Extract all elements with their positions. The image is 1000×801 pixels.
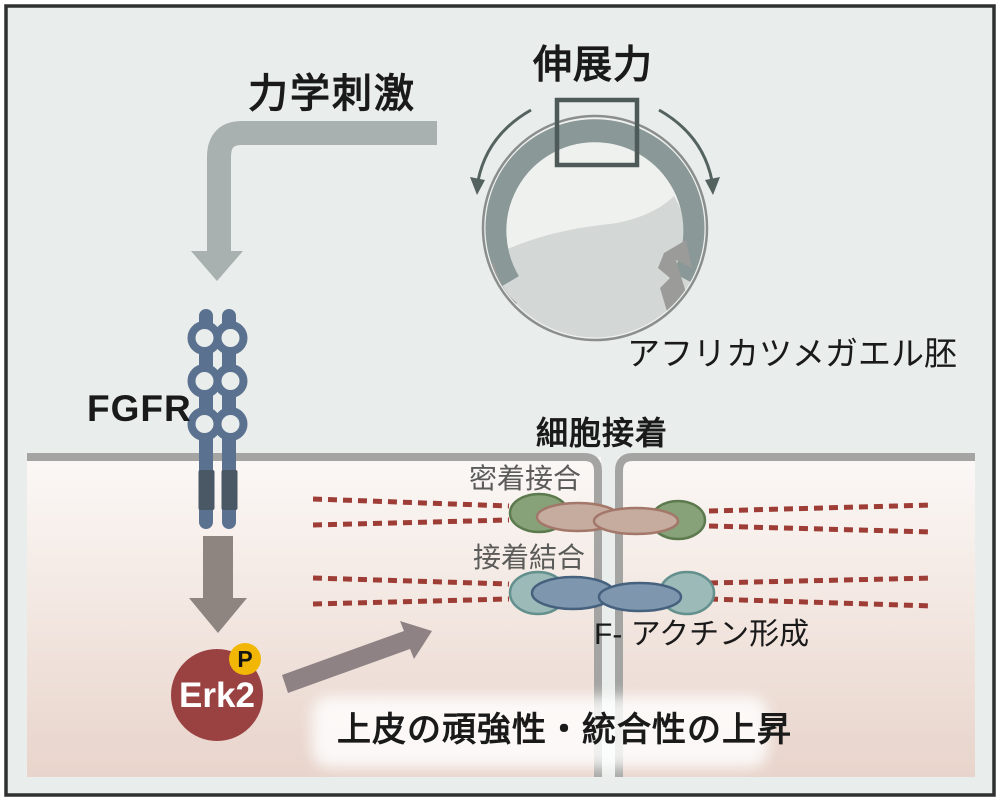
outcome-label: 上皮の頑強性・統合性の上昇 [337, 711, 792, 749]
tight-junction-tan-oval-2 [592, 506, 680, 536]
receptor-kinase-domain-left [198, 470, 215, 510]
adherens-blue-oval-2 [597, 581, 683, 613]
phosphate-badge [229, 643, 261, 675]
actin-line [708, 523, 934, 535]
embryo-epithelial-band [485, 119, 705, 288]
xenopus-embryo-illustration [470, 97, 720, 342]
fgfr-label: FGFR [87, 388, 192, 429]
erk2-effect-arrow [282, 621, 432, 693]
stretch-region-box [554, 97, 640, 168]
right-cell-membrane [615, 453, 975, 777]
actin-line [312, 575, 510, 587]
phosphate-label: P [237, 646, 253, 672]
rotation-arrow-right-head [705, 177, 720, 195]
erk2-label: Erk2 [179, 676, 255, 715]
f-actin-label: F- アクチン形成 [594, 618, 810, 651]
left-cell-membrane [27, 453, 602, 777]
adherens-junction-complex [508, 570, 716, 616]
adherens-junction-label: 接着結合 [473, 542, 586, 573]
actin-line [708, 596, 934, 609]
mechanical-stimulus-label: 力学刺激 [248, 72, 416, 116]
mechanical-stimulus-arrowhead [191, 251, 243, 281]
receptor-ig-domains [187, 321, 248, 441]
rotation-arrow-left-head [470, 177, 485, 195]
stretch-force-label: 伸展力 [533, 44, 654, 87]
fgfr-receptor [187, 309, 248, 529]
signal-down-arrow [189, 536, 247, 633]
mechanical-stimulus-arrow [191, 121, 437, 281]
actin-line [708, 502, 934, 514]
actin-line [312, 596, 510, 607]
actin-line [312, 496, 510, 509]
actin-line [312, 517, 510, 528]
embryo-blastocoel-region [489, 196, 695, 338]
rotation-arrow-right [658, 108, 714, 182]
tight-junction-label: 密着接合 [469, 463, 582, 494]
rotation-arrow-left [476, 108, 532, 182]
actin-line [708, 575, 934, 586]
tight-junction-complex [508, 492, 707, 541]
outcome-highlight [312, 696, 768, 768]
receptor-kinase-domain-right [221, 470, 238, 510]
f-actin-dashed-lines [312, 496, 934, 609]
embryo-label: アフリカツメガエル胚 [627, 335, 957, 372]
cell-adhesion-label: 細胞接着 [536, 415, 669, 451]
